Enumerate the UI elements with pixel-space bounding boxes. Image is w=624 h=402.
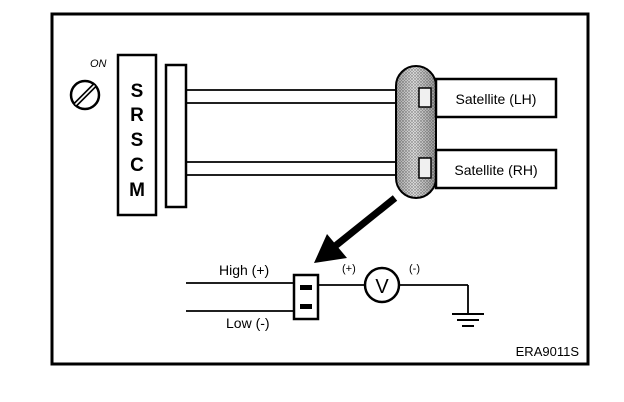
srscm-module <box>116 53 158 217</box>
voltmeter-icon <box>363 266 401 304</box>
low-terminal-label: Low (-) <box>226 315 270 331</box>
ground-icon <box>452 313 484 327</box>
srscm-letter: S <box>131 81 144 102</box>
satellite-lh-box <box>434 77 558 119</box>
lh-wire-pair <box>186 89 430 104</box>
satellite-rh-box <box>434 148 558 190</box>
voltmeter-symbol: V <box>375 276 389 298</box>
meter-minus-label: (-) <box>409 263 420 275</box>
srscm-letter: C <box>130 155 144 176</box>
ignition-on-label: ON <box>90 58 107 70</box>
measurement-lines <box>186 282 469 314</box>
figure-code: ERA9011S <box>516 344 580 359</box>
arrow-icon <box>314 195 398 263</box>
meter-plus-label: (+) <box>342 263 356 275</box>
rh-connector-pin <box>418 157 432 179</box>
srscm-letter: R <box>130 105 144 126</box>
srscm-connector <box>164 63 188 209</box>
ignition-switch-icon <box>69 79 101 111</box>
test-connector <box>292 273 320 321</box>
lh-connector-pin <box>418 87 432 108</box>
satellite-lh-label: Satellite (LH) <box>456 91 537 107</box>
satellite-rh-label: Satellite (RH) <box>454 162 537 178</box>
srscm-letter: S <box>131 130 144 151</box>
srscm-letter: M <box>129 180 145 201</box>
rh-wire-pair <box>186 161 430 176</box>
high-terminal-label: High (+) <box>219 262 269 278</box>
